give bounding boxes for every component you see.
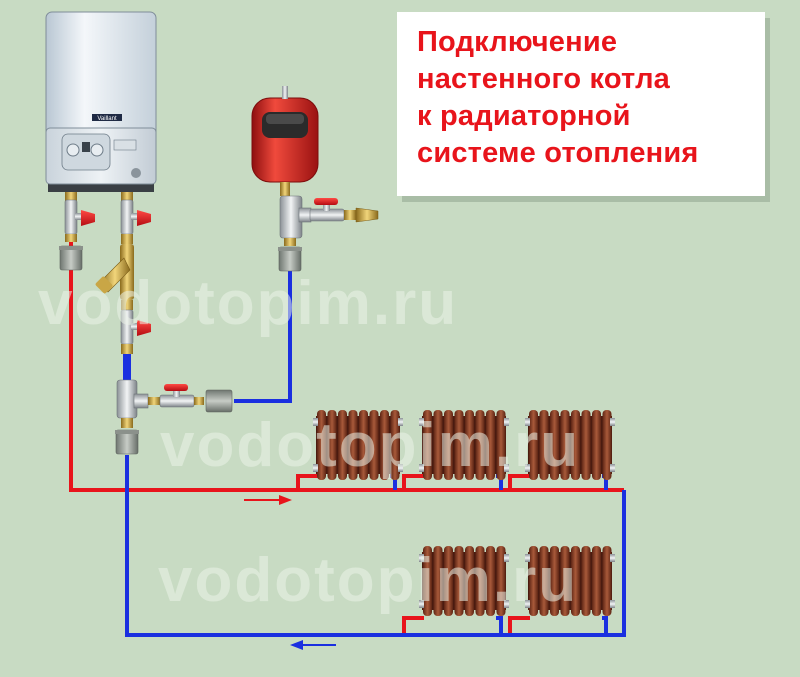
flow-arrow-icon [244,495,292,505]
supply-valve-icon [58,192,96,271]
title-line-3: к радиаторной [417,100,631,132]
watermark: vodotopim.ru [158,546,579,615]
watermark: vodotopim.ru [160,411,581,480]
flow-arrow-icon [290,640,336,650]
ball-valve-icon [120,300,152,380]
strainer-icon [95,244,134,300]
boiler-icon: Vaillant [45,11,157,192]
tee-fitting-icon [114,379,233,455]
supply-pipe [69,262,626,635]
title-line-1: Подключение [417,26,618,58]
boiler-brand: Vaillant [97,116,117,122]
title-line-2: настенного котла [417,63,671,95]
title-card: Подключение настенного котла к радиаторн… [397,12,765,196]
tank-fittings [277,195,379,272]
return-valve-icon [120,192,152,244]
title-line-4: системе отопления [417,137,699,169]
expansion-tank-icon [251,86,319,196]
watermark: vodotopim.ru [38,269,459,338]
